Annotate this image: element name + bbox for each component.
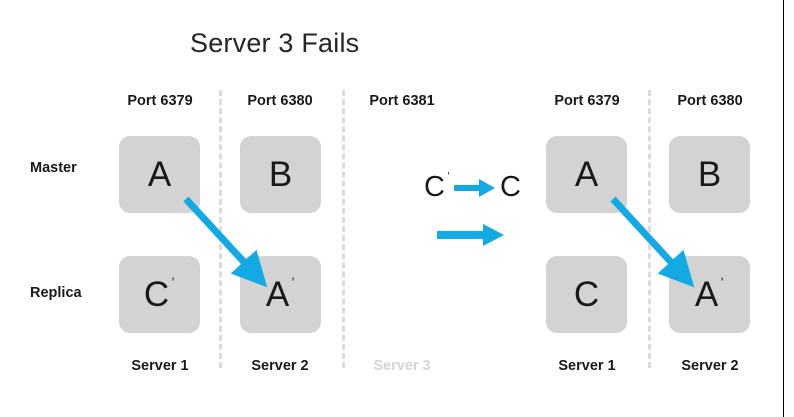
node-left-master-2[interactable]: B xyxy=(240,136,321,213)
port-label-left-3: Port 6381 xyxy=(369,93,435,109)
right-arrow-icon xyxy=(453,178,495,197)
legend-to-glyph: C xyxy=(499,171,521,203)
column-divider-left-2 xyxy=(342,90,345,368)
server-label-left-1: Server 1 xyxy=(131,358,189,374)
node-glyph: A xyxy=(147,155,172,194)
node-right-master-1[interactable]: A xyxy=(546,136,627,213)
node-glyph: C xyxy=(573,275,600,314)
slide-right-border xyxy=(783,0,784,417)
node-left-replica-1[interactable]: Cˈ xyxy=(119,256,200,333)
node-right-replica-2[interactable]: Aˈ xyxy=(669,256,750,333)
node-glyph: Aˈ xyxy=(694,275,726,314)
server-label-right-2: Server 2 xyxy=(681,358,739,374)
column-divider-right-1 xyxy=(648,90,651,368)
node-left-master-1[interactable]: A xyxy=(119,136,200,213)
node-glyph: B xyxy=(268,155,293,194)
node-right-replica-1[interactable]: C xyxy=(546,256,627,333)
node-glyph: Cˈ xyxy=(143,275,177,314)
node-glyph: Aˈ xyxy=(265,275,297,314)
column-divider-left-1 xyxy=(219,90,222,368)
server-label-left-3: Server 3 xyxy=(373,358,431,374)
row-label-replica: Replica xyxy=(30,285,82,301)
legend-from-glyph: Cˈ xyxy=(424,170,451,203)
node-left-replica-2[interactable]: Aˈ xyxy=(240,256,321,333)
node-right-master-2[interactable]: B xyxy=(669,136,750,213)
node-glyph: A xyxy=(574,155,599,194)
port-label-left-2: Port 6380 xyxy=(247,93,313,109)
page-title: Server 3 Fails xyxy=(190,28,360,58)
server-label-left-2: Server 2 xyxy=(251,358,309,374)
port-label-right-2: Port 6380 xyxy=(677,93,743,109)
right-arrow-icon xyxy=(437,224,504,246)
row-label-master: Master xyxy=(30,160,77,176)
legend-mapping: Cˈ C xyxy=(424,170,521,203)
node-glyph: B xyxy=(697,155,722,194)
legend-arrow-only xyxy=(437,223,505,247)
port-label-left-1: Port 6379 xyxy=(127,93,193,109)
port-label-right-1: Port 6379 xyxy=(554,93,620,109)
server-label-right-1: Server 1 xyxy=(558,358,616,374)
